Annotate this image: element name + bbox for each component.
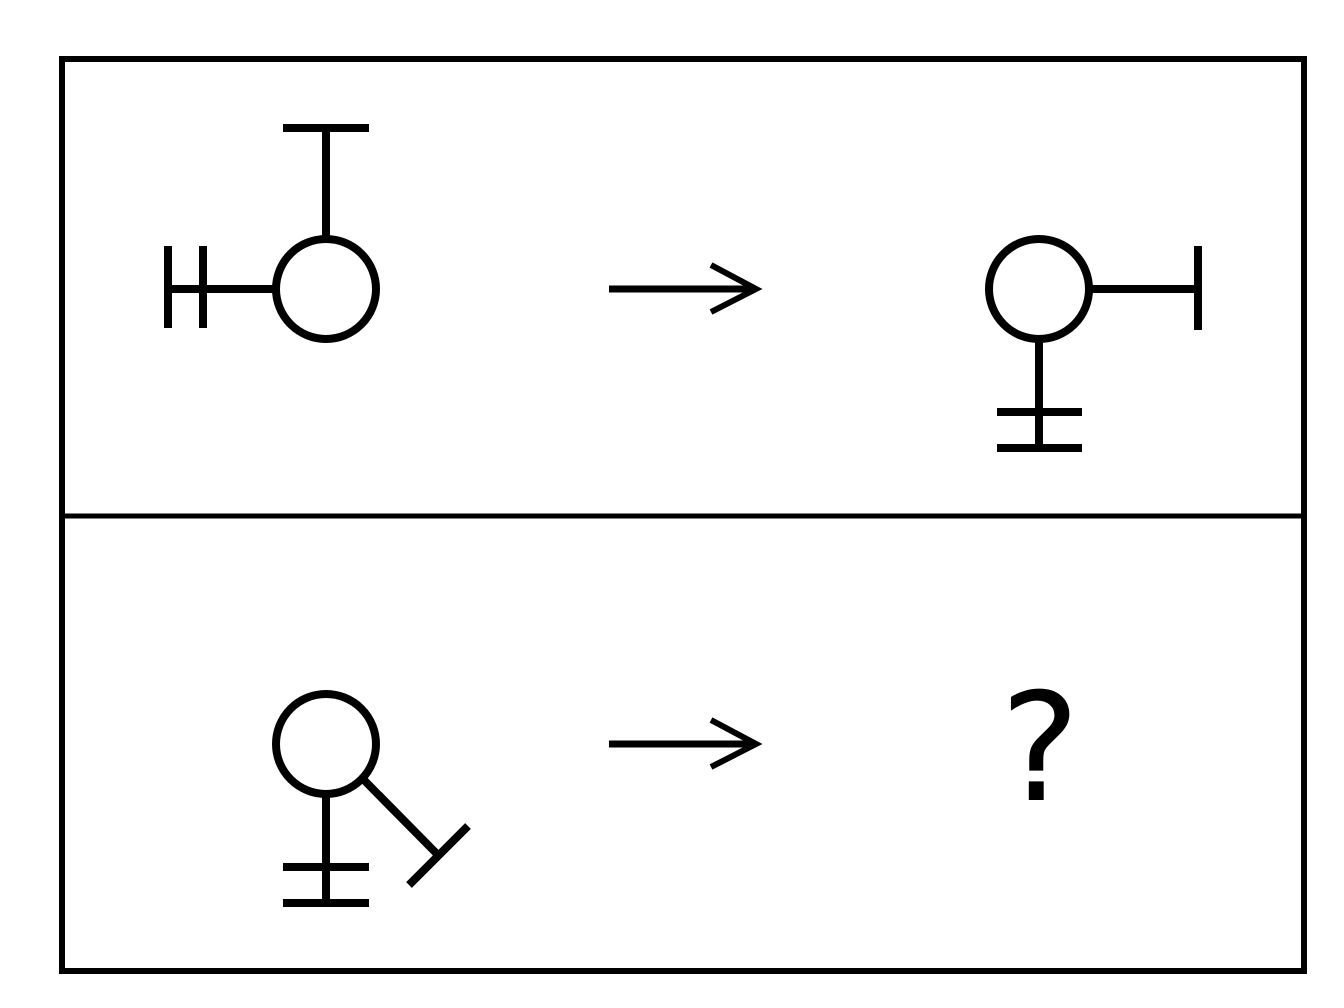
row1-arrow-icon [609,262,763,315]
row1-before-symbol-icon [164,124,380,343]
answer-question-mark: ? [1000,662,1080,836]
row1-after-symbol-icon [985,235,1202,452]
row2-arrow-icon [609,717,763,770]
row2-before-symbol-icon [272,690,471,907]
